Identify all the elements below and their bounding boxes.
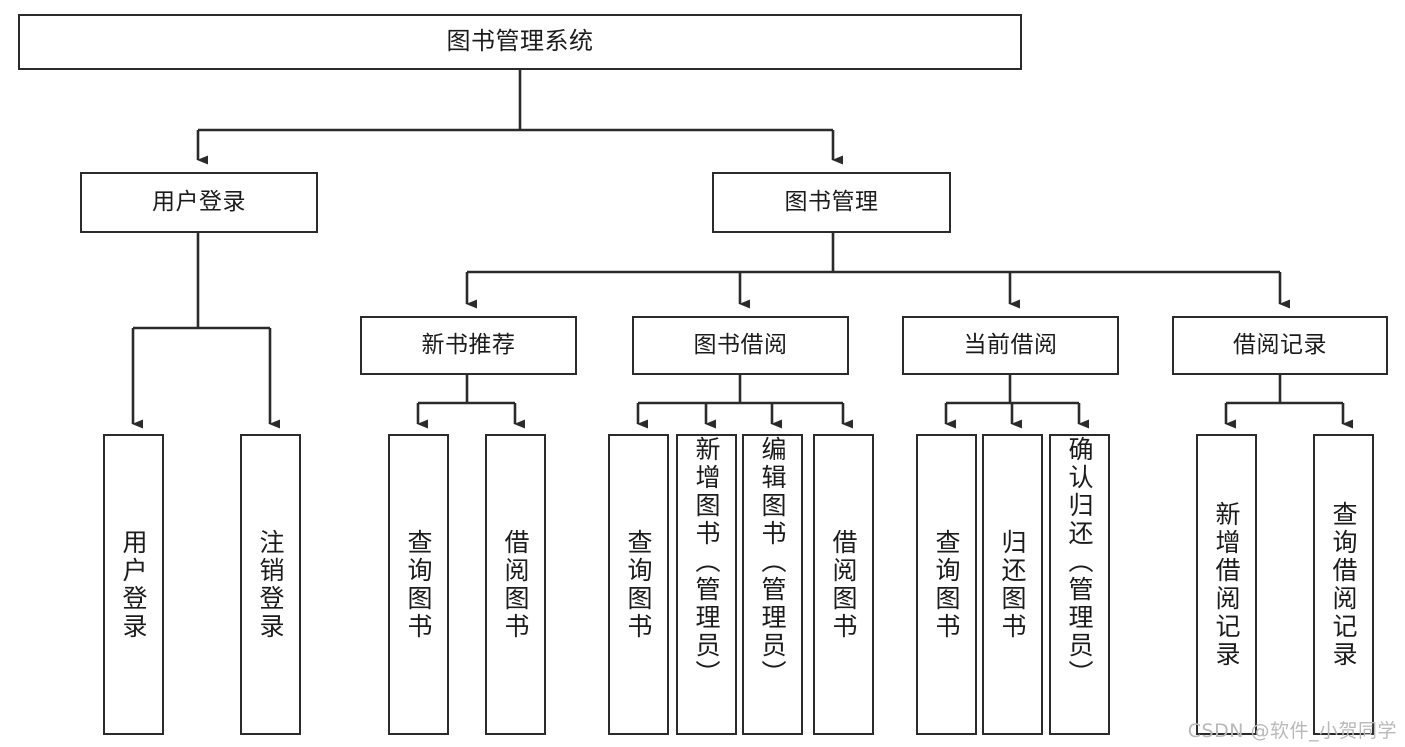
node-current-borrow[interactable]: 当前借阅: [902, 316, 1119, 375]
leaf-borrow-record-add[interactable]: 新增借阅记录: [1196, 434, 1257, 735]
node-label: 确认归还（管理员）: [1065, 436, 1094, 688]
leaf-current-borrow-confirm-return[interactable]: 确认归还（管理员）: [1049, 434, 1110, 735]
watermark-text: CSDN @软件_小贺同学: [1187, 720, 1397, 742]
node-label: 借阅记录: [1233, 332, 1327, 359]
node-label: 查询图书: [932, 528, 961, 641]
node-label: 当前借阅: [963, 332, 1058, 359]
leaf-current-borrow-query[interactable]: 查询图书: [916, 434, 977, 735]
leaf-user-login-login[interactable]: 用户登录: [103, 434, 164, 735]
node-label: 图书管理系统: [446, 27, 594, 56]
node-book-borrow[interactable]: 图书借阅: [632, 316, 849, 375]
node-label: 查询借阅记录: [1329, 500, 1358, 669]
node-label: 图书管理: [784, 189, 879, 216]
node-label: 新书推荐: [421, 332, 516, 359]
node-root-system[interactable]: 图书管理系统: [18, 14, 1022, 70]
leaf-current-borrow-return[interactable]: 归还图书: [982, 434, 1043, 735]
node-label: 编辑图书（管理员）: [758, 436, 787, 688]
node-label: 查询图书: [624, 528, 653, 641]
node-label: 新增借阅记录: [1212, 500, 1241, 669]
leaf-book-borrow-add[interactable]: 新增图书（管理员）: [676, 434, 737, 735]
leaf-user-login-logout[interactable]: 注销登录: [240, 434, 301, 735]
node-label: 用户登录: [119, 528, 148, 641]
leaf-book-borrow-borrow[interactable]: 借阅图书: [813, 434, 874, 735]
leaf-new-book-borrow[interactable]: 借阅图书: [485, 434, 546, 735]
node-label: 借阅图书: [829, 528, 858, 641]
leaf-book-borrow-edit[interactable]: 编辑图书（管理员）: [742, 434, 803, 735]
node-user-login[interactable]: 用户登录: [80, 172, 318, 233]
node-label: 注销登录: [256, 528, 285, 641]
node-book-management[interactable]: 图书管理: [712, 172, 951, 233]
leaf-book-borrow-query[interactable]: 查询图书: [608, 434, 669, 735]
node-label: 借阅图书: [501, 528, 530, 641]
leaf-borrow-record-query[interactable]: 查询借阅记录: [1313, 434, 1374, 735]
node-label: 用户登录: [152, 189, 246, 216]
node-borrow-record[interactable]: 借阅记录: [1172, 316, 1388, 375]
node-label: 新增图书（管理员）: [692, 436, 721, 688]
node-label: 图书借阅: [693, 332, 788, 359]
node-label: 归还图书: [998, 528, 1027, 641]
node-new-book-recommend[interactable]: 新书推荐: [360, 316, 577, 375]
leaf-new-book-query[interactable]: 查询图书: [388, 434, 449, 735]
node-label: 查询图书: [404, 528, 433, 641]
